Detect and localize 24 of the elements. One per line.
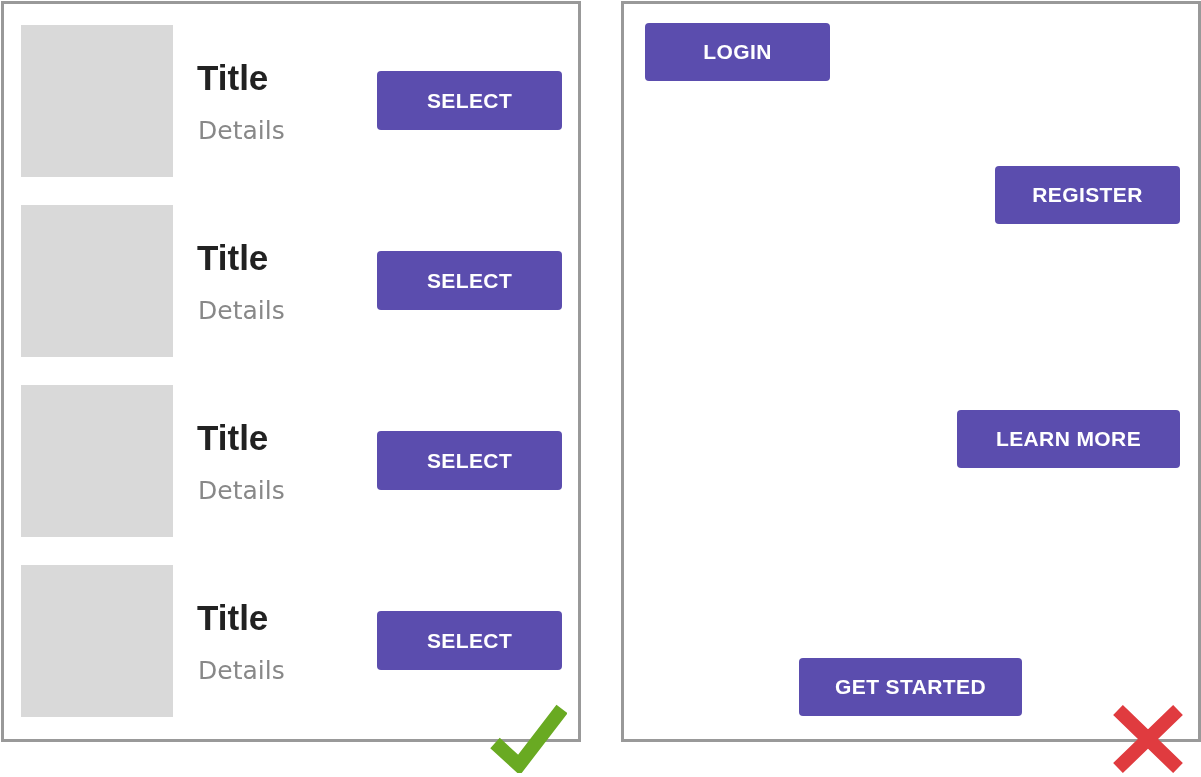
item-title: Title: [197, 60, 269, 95]
item-title: Title: [197, 600, 269, 635]
item-details: Details: [198, 658, 285, 683]
cross-icon: [1113, 705, 1183, 773]
item-title: Title: [197, 240, 269, 275]
primary-button: SELECT: [377, 71, 562, 130]
primary-button: LOGIN: [645, 23, 830, 81]
primary-button: REGISTER: [995, 166, 1180, 224]
image-placeholder: [21, 25, 173, 177]
image-placeholder: [21, 385, 173, 537]
primary-button: LEARN MORE: [957, 410, 1180, 468]
image-placeholder: [21, 205, 173, 357]
checkmark-icon: [489, 703, 567, 773]
screen-frame: [1, 1, 581, 742]
primary-button: SELECT: [377, 251, 562, 310]
primary-button: SELECT: [377, 611, 562, 670]
image-placeholder: [21, 565, 173, 717]
primary-button: GET STARTED: [799, 658, 1022, 716]
item-details: Details: [198, 118, 285, 143]
primary-button: SELECT: [377, 431, 562, 490]
item-details: Details: [198, 478, 285, 503]
item-title: Title: [197, 420, 269, 455]
item-details: Details: [198, 298, 285, 323]
screen-frame: [621, 1, 1201, 742]
